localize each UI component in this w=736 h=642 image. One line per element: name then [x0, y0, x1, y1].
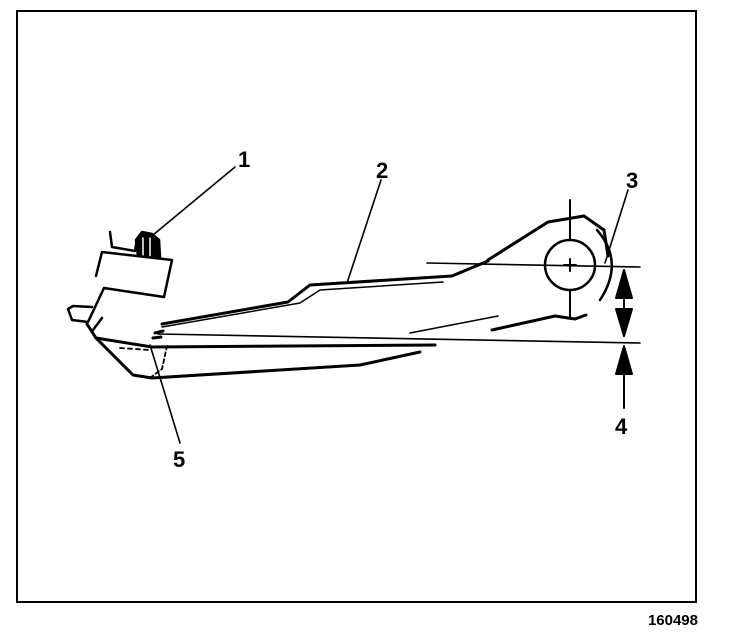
callout-1: 1	[238, 147, 250, 172]
figure-number: 160498	[647, 612, 698, 629]
measurement-reference-lines	[157, 262, 641, 344]
leader-lines	[149, 166, 629, 444]
lower-control-arm	[85, 214, 610, 380]
callout-5: 5	[173, 447, 185, 472]
dimension-arrows	[615, 269, 633, 409]
callout-4: 4	[615, 414, 628, 439]
diagram-frame	[16, 10, 697, 603]
steering-knuckle	[66, 250, 174, 332]
callout-3: 3	[626, 168, 638, 193]
callout-2: 2	[376, 158, 388, 183]
ball-joint-nut	[108, 230, 162, 259]
